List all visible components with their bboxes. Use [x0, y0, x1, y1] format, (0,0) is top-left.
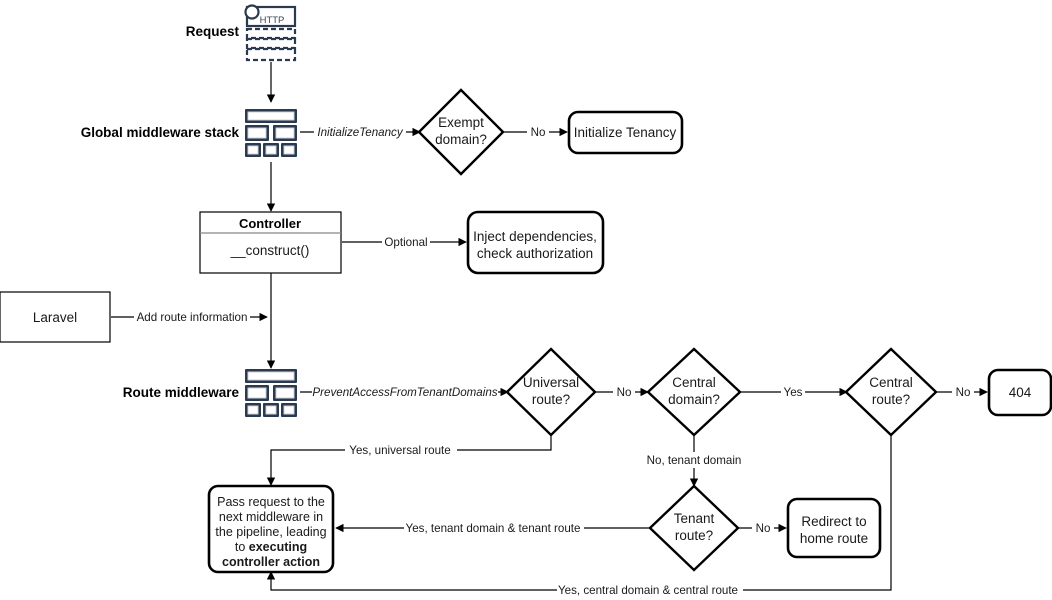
decision-central-domain-line1: Central — [672, 375, 716, 390]
decision-universal-route-line2: route? — [532, 392, 570, 407]
node-pass-request-line2: next middleware in — [219, 510, 323, 524]
http-icon-label: HTTP — [260, 15, 285, 26]
node-pass-request-line1: Pass request to the — [217, 495, 325, 509]
edge-label-bg-exempt-no — [527, 124, 549, 140]
edge-label-bg-yes-tenant-domain-tenant-route — [404, 520, 584, 536]
decision-exempt-domain — [417, 88, 505, 176]
node-pass-request-line3: the pipeline, leading — [215, 525, 326, 539]
middleware-stack-icon-global — [245, 109, 297, 157]
decision-central-domain-line2: domain? — [668, 392, 720, 407]
edge-label-bg-no-tenant-domain — [643, 452, 747, 468]
decision-exempt-domain-line2: domain? — [435, 132, 487, 147]
node-pass-request-line4-bold: executing — [249, 540, 307, 554]
edge-label-bg-tenant-route-no — [752, 520, 774, 536]
decision-tenant-route — [648, 484, 740, 572]
edge-label-add-route-information: Add route information — [137, 311, 248, 324]
edge-label-initialize-tenancy: InitializeTenancy — [317, 126, 403, 139]
edge-label-prevent-access: PreventAccessFromTenantDomains — [312, 386, 497, 399]
edge-label-yes-tenant-domain-tenant-route: Yes, tenant domain & tenant route — [406, 522, 581, 535]
node-inject-dependencies — [466, 210, 605, 275]
node-pass-request-line5: controller action — [222, 555, 320, 569]
node-laravel — [0, 291, 111, 343]
node-controller — [199, 211, 342, 274]
node-redirect-home-route — [786, 497, 882, 559]
edge-label-no-tenant-domain: No, tenant domain — [647, 454, 742, 467]
edge-label-bg-central-domain-yes — [781, 384, 805, 400]
node-redirect-line1: Redirect to — [801, 514, 866, 529]
edge-label-yes-universal-route: Yes, universal route — [349, 444, 450, 457]
decision-central-route-line2: route? — [872, 392, 910, 407]
decision-tenant-route-line2: route? — [675, 528, 713, 543]
edge-label-bg-yes-universal-route — [345, 442, 457, 458]
edge-label-bg-universal-no — [613, 384, 635, 400]
edge-label-bg-optional — [382, 234, 430, 250]
node-initialize-tenancy — [567, 110, 684, 155]
edge-label-bg-central-route-no — [952, 384, 974, 400]
node-404 — [987, 368, 1052, 417]
edge-label-universal-no: No — [617, 386, 632, 399]
edge-label-central-domain-yes: Yes — [784, 386, 803, 399]
edge-label-central-route-no: No — [956, 386, 971, 399]
decision-central-route-line1: Central — [869, 375, 913, 390]
row-label-request: Request — [186, 24, 240, 39]
decision-universal-route-line1: Universal — [523, 375, 579, 390]
node-pass-request-line4-normal: to — [235, 540, 249, 554]
decision-exempt-domain-line1: Exempt — [438, 115, 484, 130]
decision-universal-route — [505, 347, 597, 437]
edge-label-tenant-route-no: No — [756, 522, 771, 535]
edge-label-bg-add-route-information — [134, 309, 250, 325]
node-404-label: 404 — [1009, 385, 1032, 400]
node-laravel-label: Laravel — [33, 310, 77, 325]
middleware-stack-icon-route — [245, 369, 297, 417]
edge-label-bg-yes-central-domain-central-route — [557, 582, 743, 598]
node-inject-dependencies-line1: Inject dependencies, — [473, 229, 597, 244]
edge-label-exempt-no: No — [531, 126, 546, 139]
node-controller-method: __construct() — [230, 243, 310, 258]
node-inject-dependencies-line2: check authorization — [477, 246, 593, 261]
row-label-global-middleware: Global middleware stack — [81, 125, 240, 140]
http-request-icon — [244, 4, 297, 62]
edge-label-yes-central-domain-central-route: Yes, central domain & central route — [558, 584, 738, 597]
node-pass-request — [207, 484, 335, 574]
edge-label-bg-prevent-access — [312, 384, 498, 400]
row-label-route-middleware: Route middleware — [123, 385, 240, 400]
decision-tenant-route-line1: Tenant — [674, 511, 715, 526]
node-pass-request-line4: to executing — [235, 540, 307, 554]
decision-central-domain — [646, 347, 742, 437]
node-redirect-line2: home route — [800, 531, 868, 546]
node-initialize-tenancy-label: Initialize Tenancy — [574, 125, 677, 140]
edge-label-bg-initialize-tenancy — [314, 124, 406, 140]
node-controller-title: Controller — [239, 216, 301, 231]
decision-central-route — [844, 347, 938, 437]
edge-label-optional: Optional — [384, 236, 427, 249]
